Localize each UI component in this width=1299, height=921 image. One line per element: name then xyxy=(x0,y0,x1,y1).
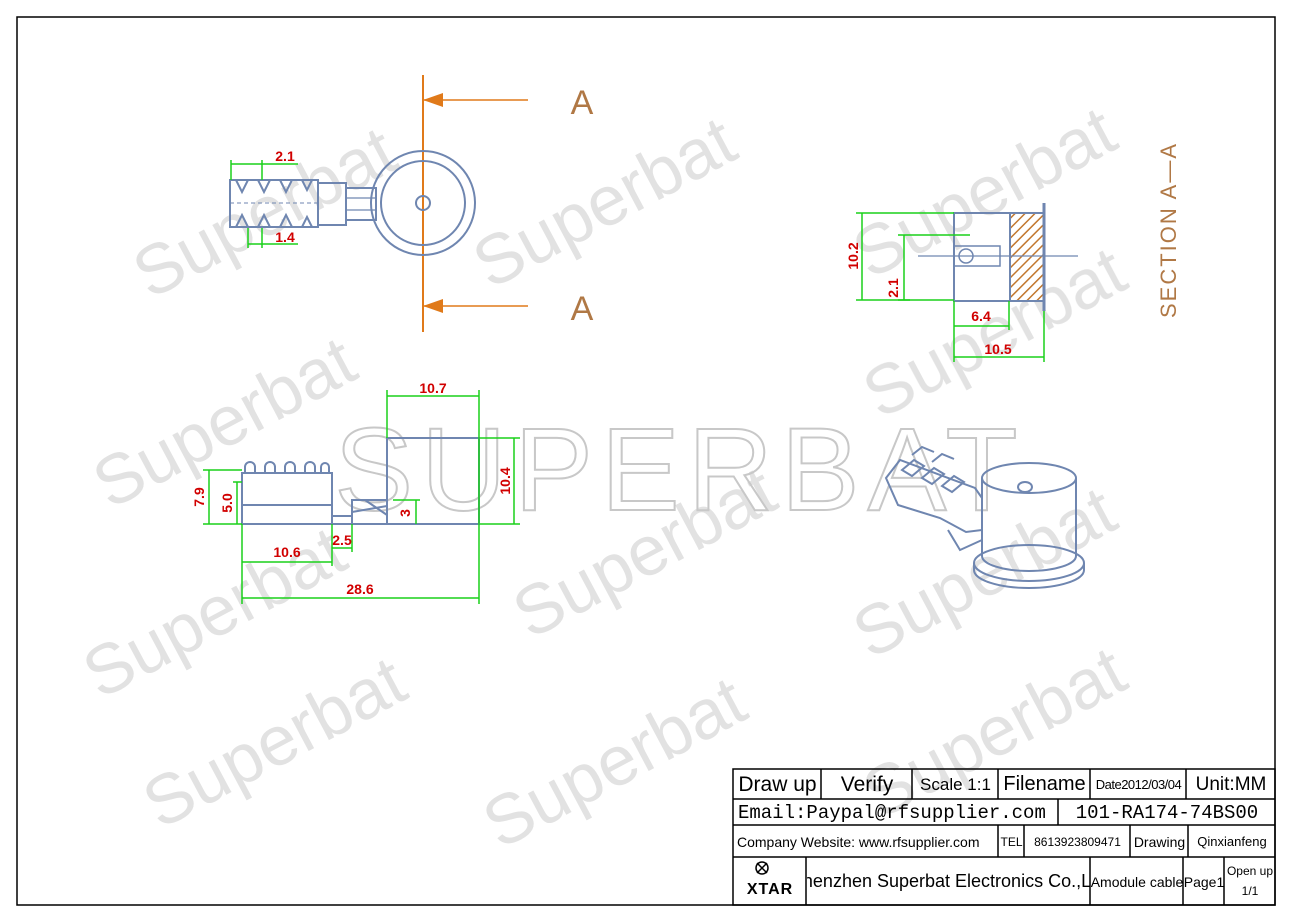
dim-side-overall-length: 28.6 xyxy=(346,581,373,597)
title-description: Amodule cable xyxy=(1091,873,1183,890)
top-view: A A 2.1 1.4 xyxy=(229,75,594,332)
section-cut-label-bottom: A xyxy=(571,290,594,328)
title-email: Email:Paypal@rfsupplier.com xyxy=(738,801,1046,824)
title-tel-label: TEL xyxy=(1000,834,1023,849)
title-website: Company Website: www.rfsupplier.com xyxy=(737,833,980,850)
side-view: 10.7 10.4 7.9 5.0 3 2.5 10.6 28.6 xyxy=(191,380,520,604)
section-cut-label-top: A xyxy=(571,84,594,122)
title-verify: Verify xyxy=(840,772,894,796)
section-view: 10.2 2.1 6.4 10.5 SECTION A—A xyxy=(845,142,1181,362)
watermark-brand: SUPERBAT xyxy=(334,404,1025,536)
dim-section-center-height: 2.1 xyxy=(885,278,901,298)
title-logo-text: XTAR xyxy=(746,881,794,898)
watermark-text: Superbat xyxy=(120,111,407,313)
title-scale: Scale 1:1 xyxy=(920,774,991,794)
title-filename-label: Filename xyxy=(1003,773,1086,795)
dim-side-left-length: 10.6 xyxy=(273,544,300,560)
title-part-number: 101-RA174-74BS00 xyxy=(1075,801,1259,824)
dim-side-height-outer: 7.9 xyxy=(191,487,207,507)
dim-side-gap: 2.5 xyxy=(332,532,352,548)
dim-side-width-top: 10.7 xyxy=(419,380,446,396)
dim-pin-pitch-bottom: 1.4 xyxy=(275,229,295,245)
title-block xyxy=(732,768,1276,906)
top-view-body xyxy=(229,150,476,256)
watermark-text: Superbat xyxy=(460,101,747,303)
title-drawer: Qinxianfeng xyxy=(1197,834,1267,849)
isometric-view xyxy=(884,445,1085,589)
top-view-dimensions xyxy=(230,160,298,248)
dim-section-inner-width: 6.4 xyxy=(971,308,991,324)
dim-section-outer-width: 10.5 xyxy=(984,341,1011,357)
title-unit: Unit:MM xyxy=(1195,773,1267,795)
title-page: Page1 xyxy=(1184,873,1224,890)
dim-pin-pitch-top: 2.1 xyxy=(275,148,295,164)
title-open-up: Open up xyxy=(1226,864,1274,878)
sheet-border xyxy=(16,16,1276,906)
section-dimensions xyxy=(856,212,1045,362)
watermark-text: Superbat xyxy=(470,661,757,863)
side-view-dimensions xyxy=(203,390,520,604)
section-hatch xyxy=(1009,212,1045,302)
dim-side-tab-height: 3 xyxy=(397,509,413,517)
dim-side-height-right: 10.4 xyxy=(497,467,513,494)
title-drawing-label: Drawing xyxy=(1133,833,1186,850)
title-date: Date2012/03/04 xyxy=(1095,777,1182,792)
title-tel-number: 8613923809471 xyxy=(1034,834,1121,849)
section-title: SECTION A—A xyxy=(1156,142,1181,318)
title-draw-up: Draw up xyxy=(738,772,817,796)
dim-section-height: 10.2 xyxy=(845,242,861,269)
title-company: Shenzhen Superbat Electronics Co.,Ltd xyxy=(807,871,1090,891)
title-open-up-pages: 1/1 xyxy=(1241,884,1259,898)
xtar-logo-icon xyxy=(755,861,769,875)
dim-side-height-inner: 5.0 xyxy=(219,493,235,513)
watermark-text: Superbat xyxy=(80,321,367,523)
